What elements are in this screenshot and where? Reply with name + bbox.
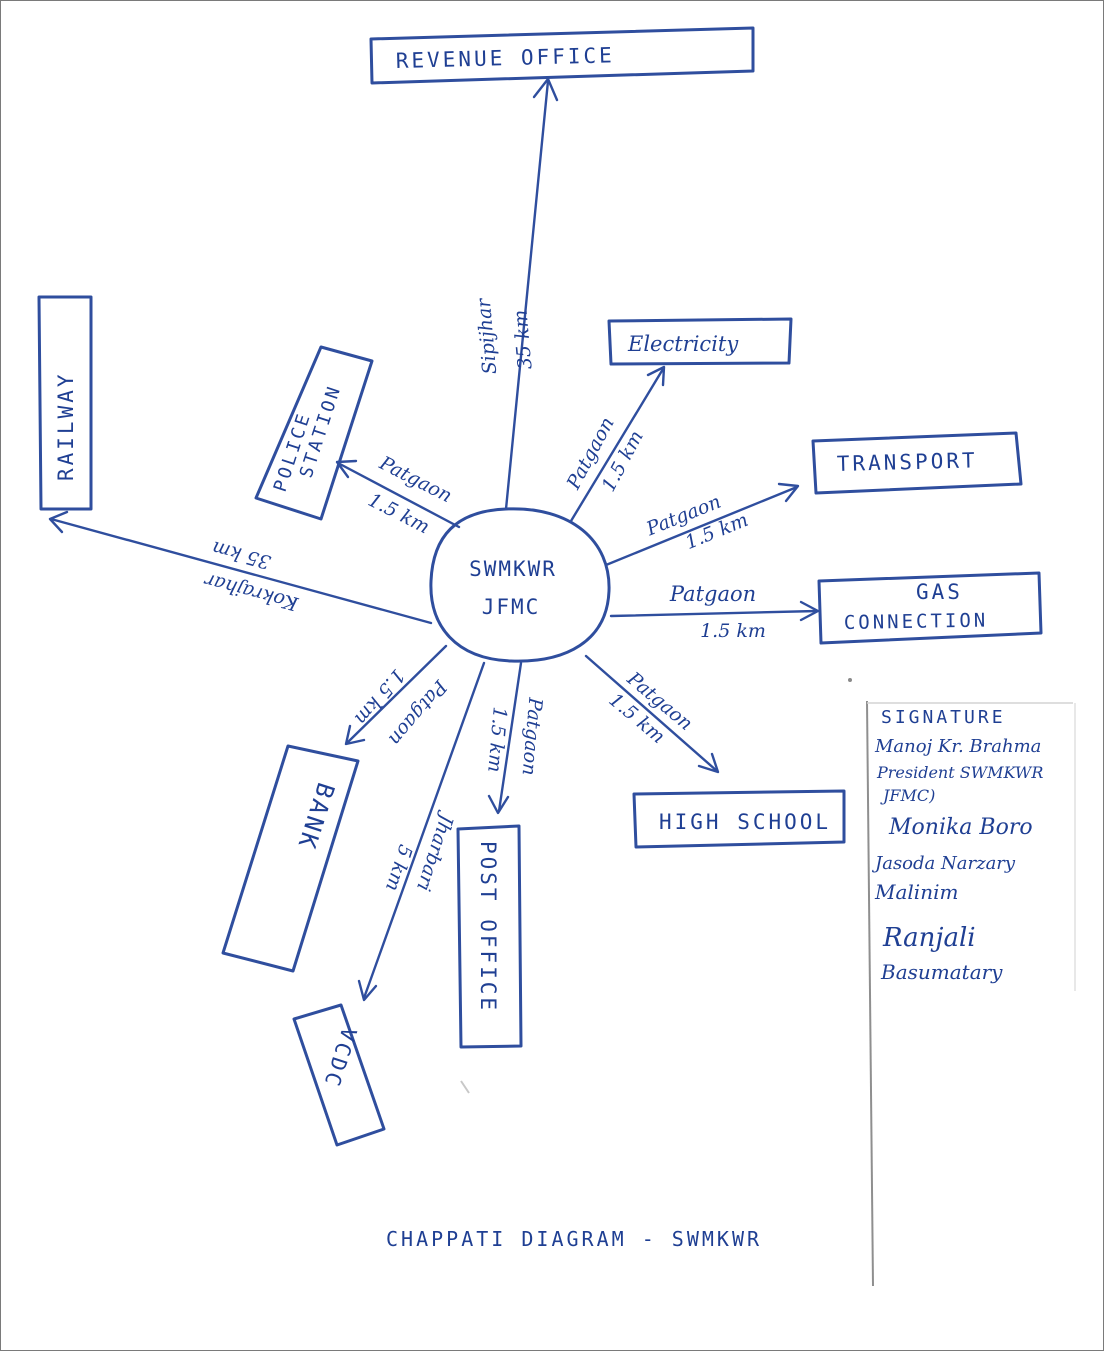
high-school-branch: HIGH SCHOOL Patgaon 1.5 km <box>584 654 846 849</box>
electricity-arrowhead <box>646 365 666 387</box>
post-office-label: POST OFFICE <box>476 841 500 1013</box>
high-school-box <box>632 789 846 849</box>
railway-route-distance: 35 km <box>210 536 273 573</box>
signature-line: Malinim <box>874 880 958 904</box>
gas-connection-route-distance: 1.5 km <box>700 620 766 642</box>
electricity-connector <box>569 367 665 523</box>
electricity-branch: Electricity Patgaon 1.5 km <box>562 317 793 523</box>
transport-label: TRANSPORT <box>837 448 978 476</box>
gas-connection-arrowhead <box>799 600 820 622</box>
gas-connection-branch: GAS CONNECTION Patgaon 1.5 km <box>609 571 1043 645</box>
gas-connection-box <box>817 571 1043 645</box>
revenue-office-route-distance: 35 km <box>509 309 536 370</box>
post-office-route-place: Patgaon <box>518 696 547 777</box>
railway-branch: RAILWAY Kokrajhar 35 km <box>37 295 433 625</box>
signature-line: Manoj Kr. Brahma <box>874 736 1041 757</box>
railway-arrowhead <box>48 510 69 534</box>
post-office-branch: POST OFFICE Patgaon 1.5 km <box>456 661 547 1049</box>
revenue-office-connector <box>504 79 550 511</box>
railway-route-place: Kokrajhar <box>201 568 302 615</box>
signature-line: Monika Boro <box>888 815 1033 840</box>
revenue-office-route-place: Sipijhar <box>473 296 502 375</box>
post-office-box <box>456 824 523 1049</box>
transport-arrowhead <box>777 482 800 503</box>
transport-connector <box>604 485 799 567</box>
gas-connection-label-line2: CONNECTION <box>844 609 989 634</box>
police-station-branch: POLICE STATION Patgaon 1.5 km <box>254 345 461 538</box>
police-station-arrowhead <box>335 459 358 479</box>
diagram-caption: CHAPPATI DIAGRAM - SWMKWR <box>386 1227 762 1251</box>
post-office-arrowhead <box>487 794 510 815</box>
vcdc-connector <box>362 661 486 1000</box>
police-station-box <box>254 345 374 521</box>
vcdc-route-distance: 5 km <box>381 842 417 894</box>
signature-line: Basumatary <box>880 960 1003 984</box>
vcdc-arrowhead <box>357 979 378 1002</box>
bank-arrowhead <box>344 724 366 746</box>
revenue-office-arrowhead <box>532 77 559 102</box>
signature-line: JFMC) <box>880 786 935 805</box>
revenue-office-box <box>369 26 755 85</box>
bank-branch: BANK Patgaon 1.5 km <box>221 644 452 973</box>
railway-box <box>37 295 93 511</box>
signature-divider <box>866 700 874 1287</box>
signature-panel: SIGNATURE Manoj Kr. Brahma President SWM… <box>866 700 1076 1287</box>
revenue-office-label: REVENUE OFFICE <box>396 43 616 73</box>
high-school-label: HIGH SCHOOL <box>659 810 831 834</box>
gas-connection-label-line1: GAS <box>916 580 963 604</box>
stray-dot <box>848 678 852 682</box>
police-station-connector <box>336 461 461 529</box>
railway-connector <box>49 517 433 625</box>
hub-label-line1: SWMKWR <box>469 557 557 581</box>
bank-connector <box>345 644 448 745</box>
stray-mark <box>460 1080 470 1094</box>
electricity-label: Electricity <box>627 332 739 356</box>
transport-branch: TRANSPORT Patgaon 1.5 km <box>604 431 1023 567</box>
signature-heading: SIGNATURE <box>881 707 1006 728</box>
hub-node: SWMKWR JFMC <box>429 507 611 663</box>
high-school-connector <box>584 654 719 773</box>
vcdc-label: VCDC <box>319 1024 361 1091</box>
post-office-connector <box>497 661 523 813</box>
gas-connection-connector <box>609 609 819 618</box>
signature-line: President SWMKWR <box>876 763 1043 782</box>
transport-box <box>811 431 1023 495</box>
high-school-arrowhead <box>697 752 720 774</box>
signature-line: Ranjali <box>882 923 976 953</box>
electricity-box <box>607 317 793 366</box>
vcdc-route-place: Jharbari <box>412 808 459 894</box>
gas-connection-route-place: Patgaon <box>669 582 756 606</box>
revenue-office-branch: REVENUE OFFICE Sipijhar 35 km <box>369 26 755 511</box>
post-office-route-distance: 1.5 km <box>483 706 511 773</box>
bank-box <box>221 744 360 973</box>
hub-label-line2: JFMC <box>482 595 541 619</box>
vcdc-box <box>292 1003 386 1147</box>
signature-line: Jasoda Narzary <box>871 853 1016 874</box>
railway-label: RAILWAY <box>54 371 78 481</box>
